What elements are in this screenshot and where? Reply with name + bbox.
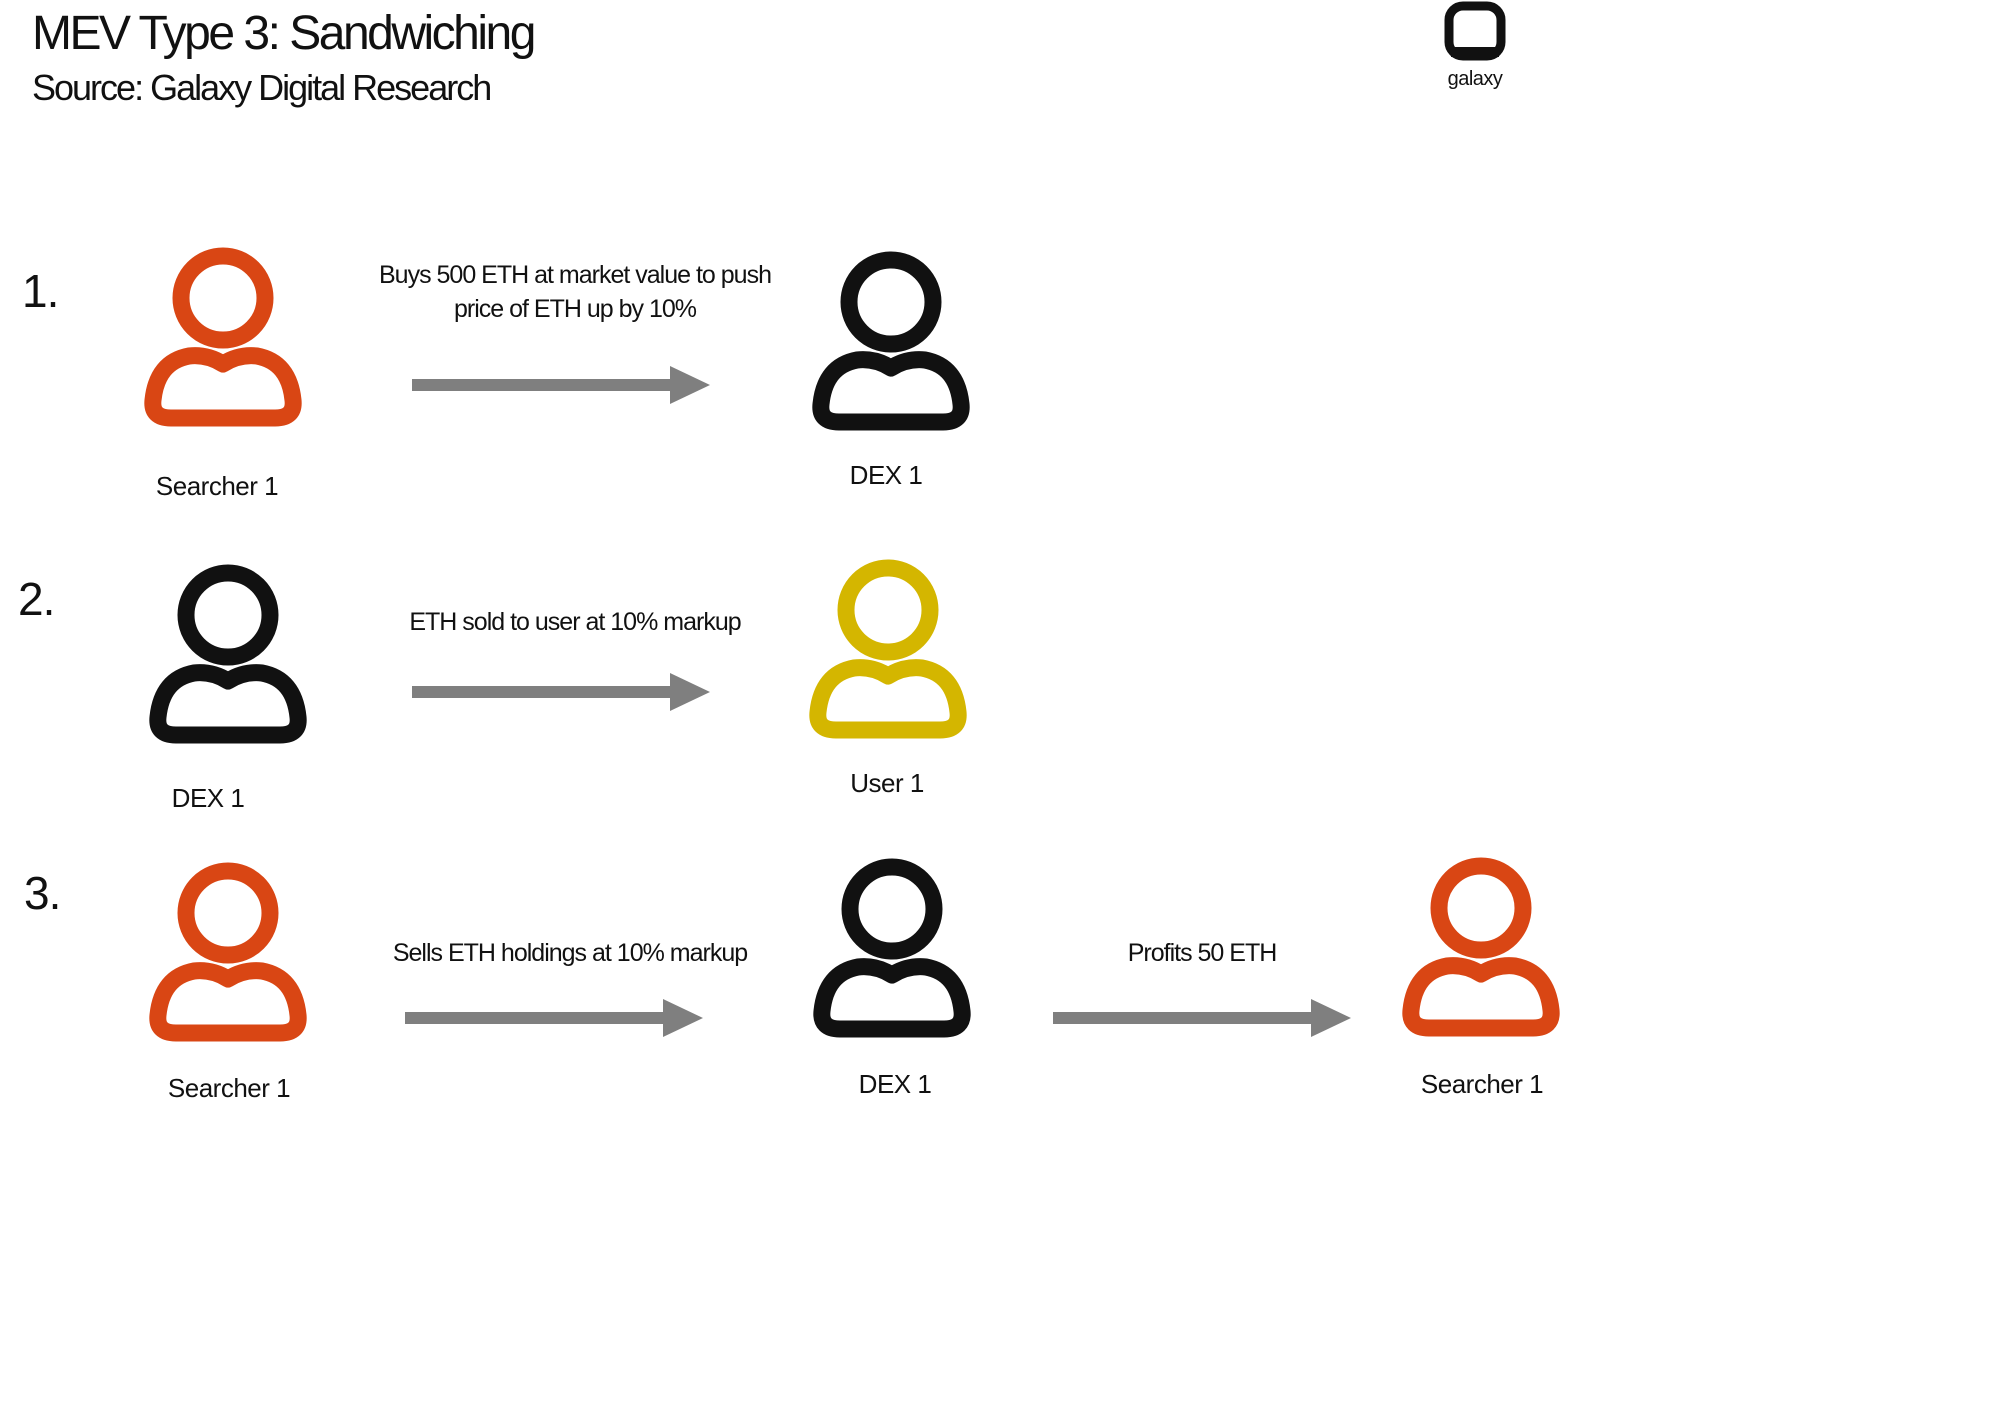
galaxy-logo-text: galaxy [1447, 68, 1503, 90]
person-label: Searcher 1 [167, 1073, 291, 1103]
person-label: User 1 [850, 768, 924, 798]
page-title: MEV Type 3: Sandwiching [32, 7, 536, 60]
arrow-caption: Sells ETH holdings at 10% markup [392, 939, 748, 967]
person-label: DEX 1 [171, 783, 245, 813]
arrow-caption: ETH sold to user at 10% markup [409, 608, 741, 636]
arrow-caption: Buys 500 ETH at market value to push pri… [340, 258, 810, 326]
person-label: Searcher 1 [155, 471, 279, 501]
arrow-caption-line: Buys 500 ETH at market value to push [379, 261, 772, 289]
dex-person-icon [810, 851, 974, 1047]
arrow-caption-line: price of ETH up by 10% [453, 295, 697, 323]
person-label: DEX 1 [849, 460, 923, 490]
step-number: 2. [18, 573, 55, 625]
right-arrow-icon [412, 365, 712, 405]
right-arrow-icon [412, 672, 712, 712]
galaxy-logo-icon [1444, 1, 1506, 61]
step-number: 1. [22, 265, 59, 317]
page-subtitle: Source: Galaxy Digital Research [32, 67, 492, 108]
person-label: Searcher 1 [1420, 1069, 1544, 1099]
step-number: 3. [24, 867, 61, 919]
person-label: DEX 1 [858, 1069, 932, 1099]
arrow-caption: Profits 50 ETH [1127, 939, 1278, 967]
dex-person-icon [809, 244, 973, 440]
user-person-icon [806, 552, 970, 748]
searcher-person-icon [1399, 850, 1563, 1046]
right-arrow-icon [405, 998, 705, 1038]
searcher-person-icon [141, 240, 305, 436]
galaxy-logo: galaxy [1430, 0, 1520, 100]
searcher-person-icon [146, 855, 310, 1051]
dex-person-icon [146, 557, 310, 753]
right-arrow-icon [1053, 998, 1353, 1038]
